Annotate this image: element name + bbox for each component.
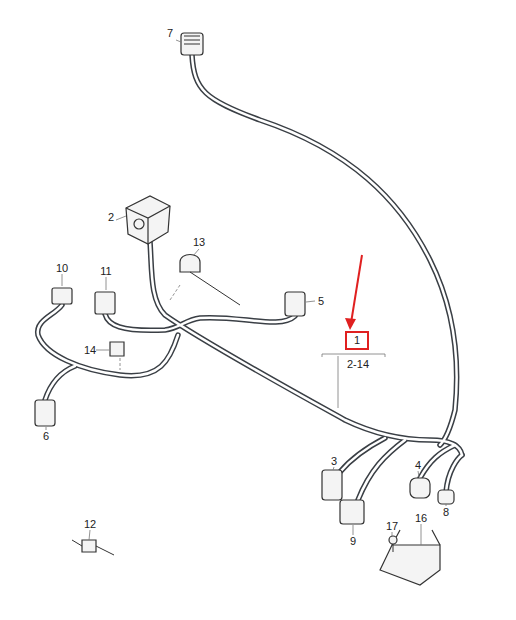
callout-number: 5: [318, 296, 324, 307]
callout-number: 4: [415, 460, 421, 471]
callout-number: 7: [167, 28, 173, 39]
callout-number: 9: [350, 536, 356, 547]
callout-number: 17: [386, 521, 398, 532]
callout-number: 6: [43, 431, 49, 442]
callout-number: 10: [56, 263, 68, 274]
callout-number: 2: [108, 212, 114, 223]
callout-number: 8: [443, 507, 449, 518]
callout-number: 13: [193, 237, 205, 248]
callout-number: 2-14: [347, 359, 369, 370]
callout-number: 14: [84, 345, 96, 356]
highlight-box: 1: [345, 331, 369, 350]
callout-number: 11: [100, 266, 111, 277]
callout-number: 16: [415, 513, 427, 524]
callout-number: 3: [331, 456, 337, 467]
callout-number: 12: [84, 519, 96, 530]
callout-number: 1: [354, 335, 360, 346]
